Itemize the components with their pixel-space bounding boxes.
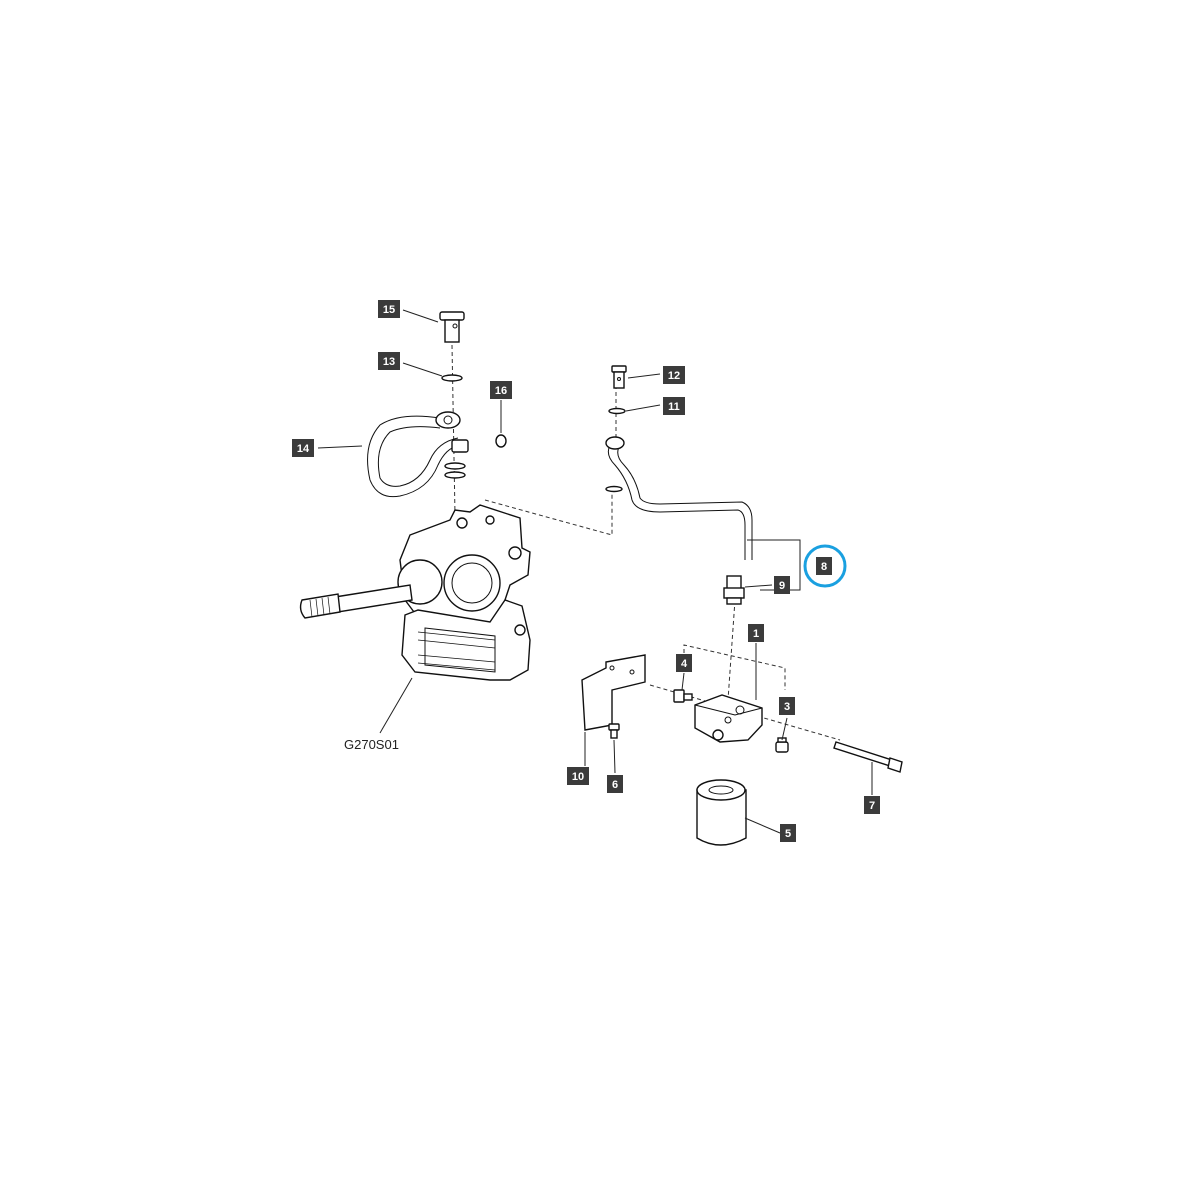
svg-text:14: 14 [297,443,310,455]
callout-16: 16 [490,381,512,399]
callout-7: 7 [864,796,880,814]
svg-text:1: 1 [753,628,759,640]
bracket-10 [581,654,646,731]
filter-head-1 [694,694,763,743]
svg-text:15: 15 [383,304,395,316]
callout-5: 5 [780,824,796,842]
leader-lines [317,309,873,834]
callout-13: 13 [378,352,400,370]
long-bolt-7 [833,741,903,773]
svg-text:5: 5 [785,828,791,840]
gear-pump [299,504,531,681]
svg-text:3: 3 [784,701,790,713]
callout-6: 6 [607,775,623,793]
svg-text:8: 8 [821,561,827,573]
washer-11 [608,407,626,415]
adapter-fitting-9 [723,575,745,605]
screw-6 [608,723,620,739]
svg-text:7: 7 [869,800,875,812]
svg-text:16: 16 [495,385,507,397]
pipe-8 [605,436,753,560]
hose-14 [367,411,461,498]
callout-12: 12 [663,366,685,384]
callout-10: 10 [567,767,589,785]
svg-text:11: 11 [668,401,680,413]
callout-8: 8 [816,557,832,575]
callout-15: 15 [378,300,400,318]
svg-text:6: 6 [612,779,618,791]
o-ring-16 [495,434,507,448]
bolt-4 [673,689,693,703]
drawing-code: G270S01 [344,737,399,752]
callout-3: 3 [779,697,795,715]
callout-4: 4 [676,654,692,672]
filter-cartridge-5 [696,779,747,846]
banjo-bolt-15 [439,311,465,343]
svg-text:9: 9 [779,580,785,592]
svg-text:13: 13 [383,356,395,368]
bolt-3 [775,737,789,753]
washer-13 [441,374,463,382]
callout-1: 1 [748,624,764,642]
highlight-ring [803,544,847,588]
callout-8-bracket [747,539,801,591]
bolt-12 [611,365,627,389]
svg-text:4: 4 [681,658,688,670]
callout-14: 14 [292,439,314,457]
svg-text:10: 10 [572,771,584,783]
hose-fitting [444,439,469,479]
svg-text:12: 12 [668,370,680,382]
callout-11: 11 [663,397,685,415]
callout-9: 9 [774,576,790,594]
